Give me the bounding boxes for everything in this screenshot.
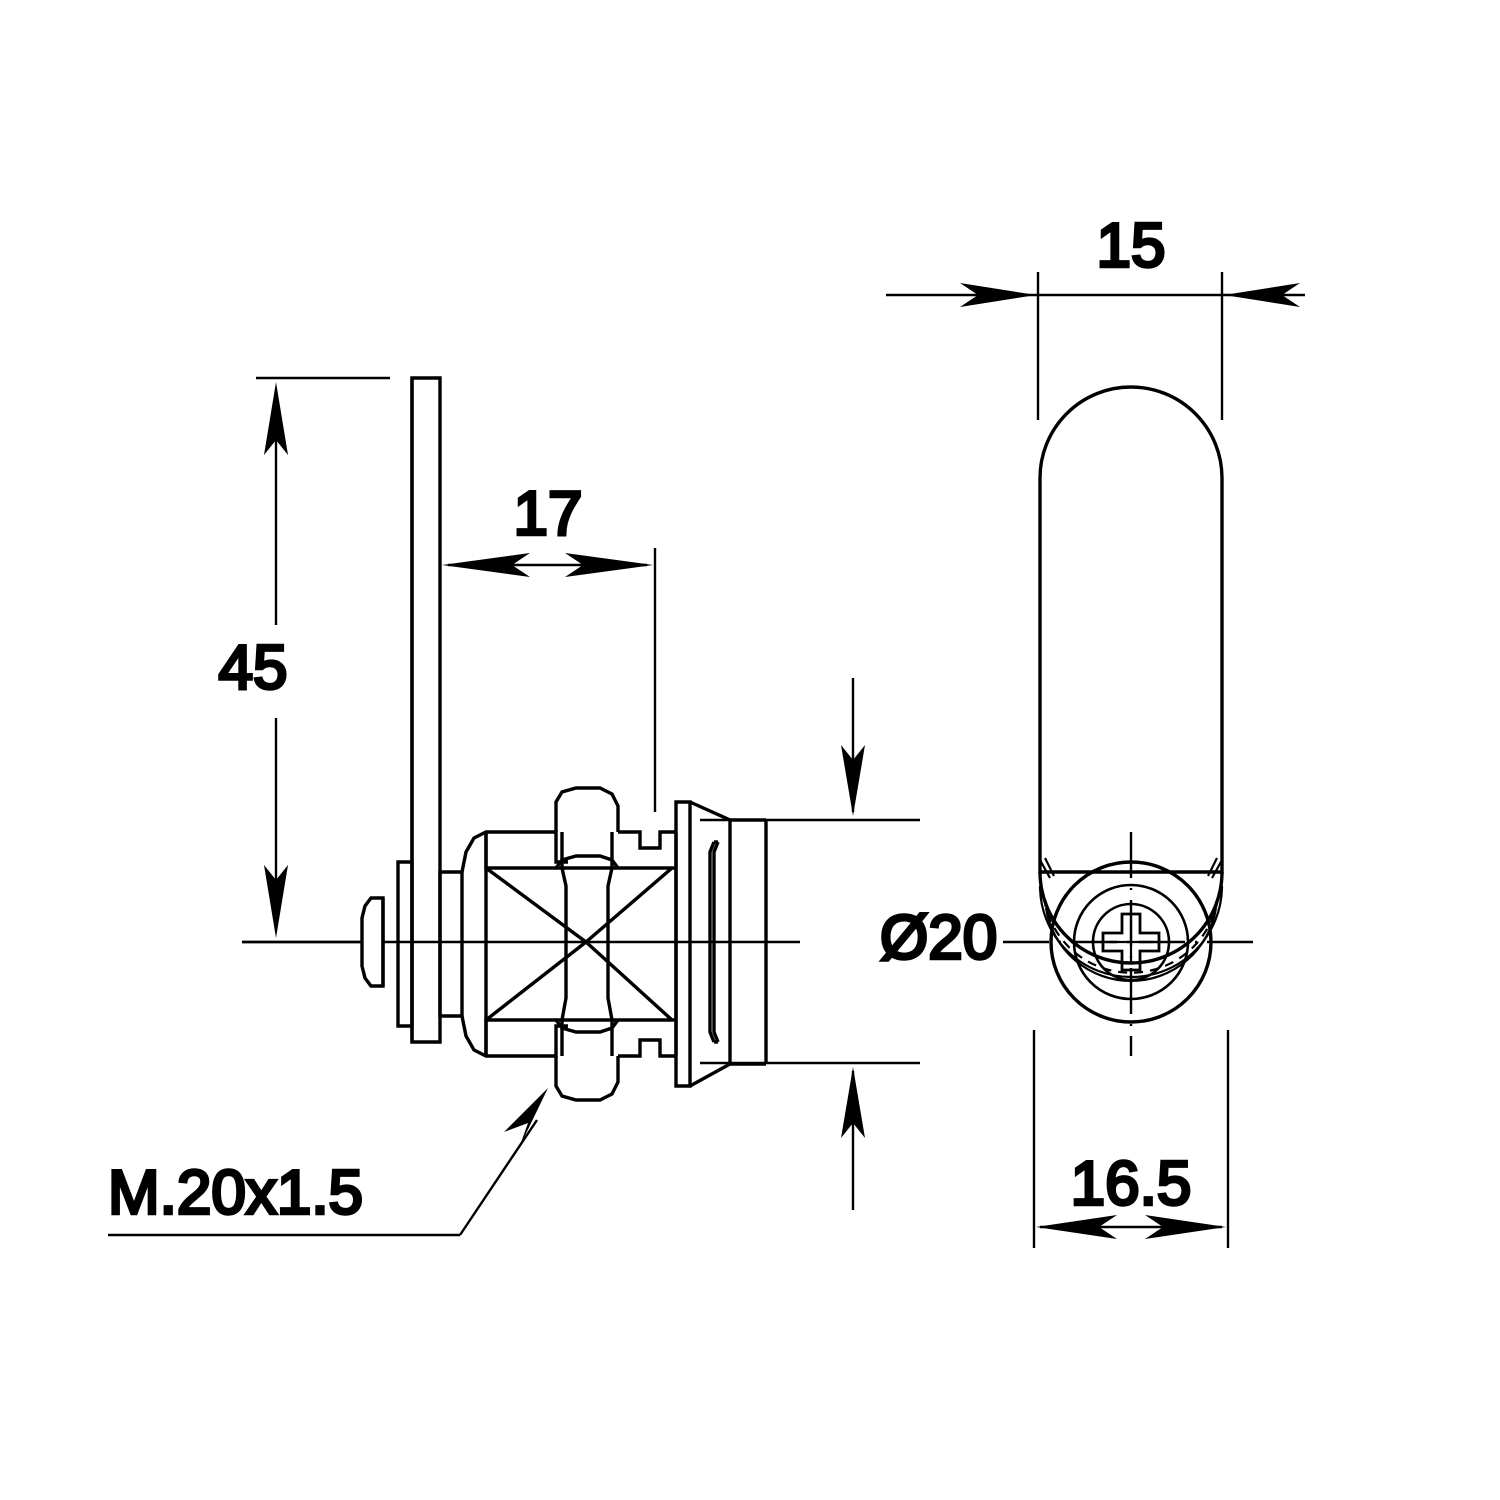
dimension-17: 17 (438, 478, 657, 812)
backing-washer (396, 860, 414, 1028)
lock-body-main (460, 830, 674, 1058)
cam-arm-outline (1038, 385, 1224, 874)
dimension-diameter-20-label: Ø20 (880, 903, 997, 972)
front-view-centerlines (1003, 832, 1259, 1056)
knob-head (689, 800, 768, 1088)
dimension-15-label: 15 (1097, 211, 1166, 280)
dimension-16-5-label: 16.5 (1071, 1149, 1192, 1218)
dimension-16-5: 16.5 (1032, 1030, 1230, 1248)
flange-plate (674, 800, 692, 1088)
note-thread-spec: M.20x1.5 (106, 1088, 548, 1237)
threaded-barrel (554, 786, 620, 1102)
rivet-pin-head (360, 896, 385, 988)
side-section-view (242, 376, 800, 1102)
body-chamfer-marks (1039, 857, 1223, 879)
dimension-diameter-20: Ø20 (700, 678, 999, 1210)
dimension-15: 15 (886, 210, 1305, 420)
dimension-45-label: 45 (219, 633, 288, 702)
note-thread-spec-label: M.20x1.5 (108, 1158, 363, 1227)
dimension-17-label: 17 (514, 479, 583, 548)
body-notch-profile (618, 830, 678, 1058)
front-view (1003, 385, 1259, 1056)
dimension-45: 45 (217, 376, 390, 944)
lock-body-rear-shoulder (438, 870, 464, 1018)
